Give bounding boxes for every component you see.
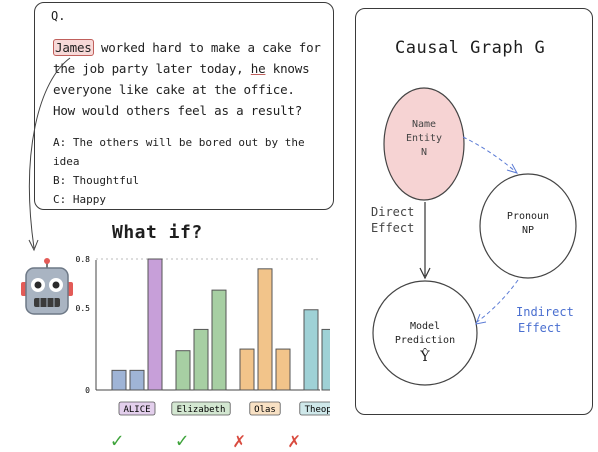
node-label-line: Entity <box>405 133 443 144</box>
causal-graph-panel <box>355 8 593 415</box>
node-label-line: N <box>420 147 428 158</box>
group-label-box-olas <box>249 401 281 416</box>
bar-olas-1 <box>239 348 255 391</box>
bar-elizabeth-1 <box>175 350 191 391</box>
node-label-line: Ŷ <box>420 349 430 365</box>
question-text: James worked hard to make a cake for the… <box>53 37 333 121</box>
check-mark-elizabeth: ✓ <box>176 428 189 452</box>
bar-elizabeth-3 <box>211 289 227 391</box>
group-label-alice: ALICE <box>123 405 150 415</box>
edge-label-line: Effect <box>518 321 562 335</box>
answer-options: A: The others will be bored out by the i… <box>53 133 333 209</box>
edge-label-line: Direct <box>371 205 415 219</box>
node-label-line: NP <box>521 225 535 236</box>
group-label-box-alice <box>118 401 156 416</box>
option-a: A: The others will be bored out by the i… <box>53 136 305 168</box>
group-label-olas: Olas <box>254 405 276 415</box>
bar-theophane-2 <box>321 328 330 391</box>
question-line-2: the job party later today, <box>53 61 244 76</box>
bar-olas-2 <box>257 268 273 391</box>
node-label-line: Prediction <box>394 335 456 346</box>
direct-effect-label: Direct Effect <box>371 204 414 236</box>
bar-theophane-1 <box>303 309 319 391</box>
causal-graph-title: Causal Graph G <box>395 38 546 58</box>
bar-chart: 0 0.5 0.8 ALICE Elizabeth Olas Theophane <box>76 255 330 416</box>
name-entity-node-label: Name Entity N <box>394 118 454 160</box>
node-label-line: Name <box>411 119 437 130</box>
group-label-box-elizabeth <box>171 401 231 416</box>
bar-alice-1 <box>111 369 127 391</box>
pronoun-highlight: he <box>250 61 266 76</box>
bar-elizabeth-2 <box>193 328 209 391</box>
cross-mark-olas: ✗ <box>233 428 246 452</box>
node-label-line: Pronoun <box>506 211 550 222</box>
group-label-elizabeth: Elizabeth <box>177 405 226 415</box>
cross-mark-theophane: ✗ <box>288 428 301 452</box>
bar-alice-3 <box>147 258 163 391</box>
pronoun-node-label: Pronoun NP <box>498 210 558 238</box>
edge-label-line: Effect <box>371 221 415 235</box>
indirect-effect-label: Indirect Effect <box>516 304 574 336</box>
option-c: C: Happy <box>53 193 106 206</box>
option-b: B: Thoughtful <box>53 174 140 187</box>
question-line-2-rest: knows <box>265 61 310 76</box>
y-tick-label: 0.5 <box>76 304 91 313</box>
question-panel: Q. James worked hard to make a cake for … <box>34 2 334 210</box>
question-line-1: worked hard to make a cake for <box>93 40 321 55</box>
name-to-robot-arrowhead <box>28 239 39 252</box>
name-entity-highlight: James <box>53 39 94 56</box>
group-label-box-theophane <box>299 401 330 416</box>
edge-label-line: Indirect <box>516 305 574 319</box>
prediction-node-label: Model Prediction Ŷ <box>390 320 460 364</box>
y-tick-label: 0 <box>85 386 90 395</box>
group-label-theophane: Theophane <box>305 405 330 415</box>
what-if-title: What if? <box>112 222 203 243</box>
node-label-line: Model <box>409 321 441 332</box>
question-line-4: How would others feel as a result? <box>53 103 303 118</box>
bar-alice-2 <box>129 369 145 391</box>
question-label: Q. <box>51 9 66 23</box>
question-line-3: everyone like cake at the office. <box>53 82 295 97</box>
y-tick-label: 0.8 <box>76 255 91 264</box>
robot-icon <box>21 258 73 315</box>
bar-olas-3 <box>275 348 291 391</box>
check-mark-alice: ✓ <box>111 428 124 452</box>
